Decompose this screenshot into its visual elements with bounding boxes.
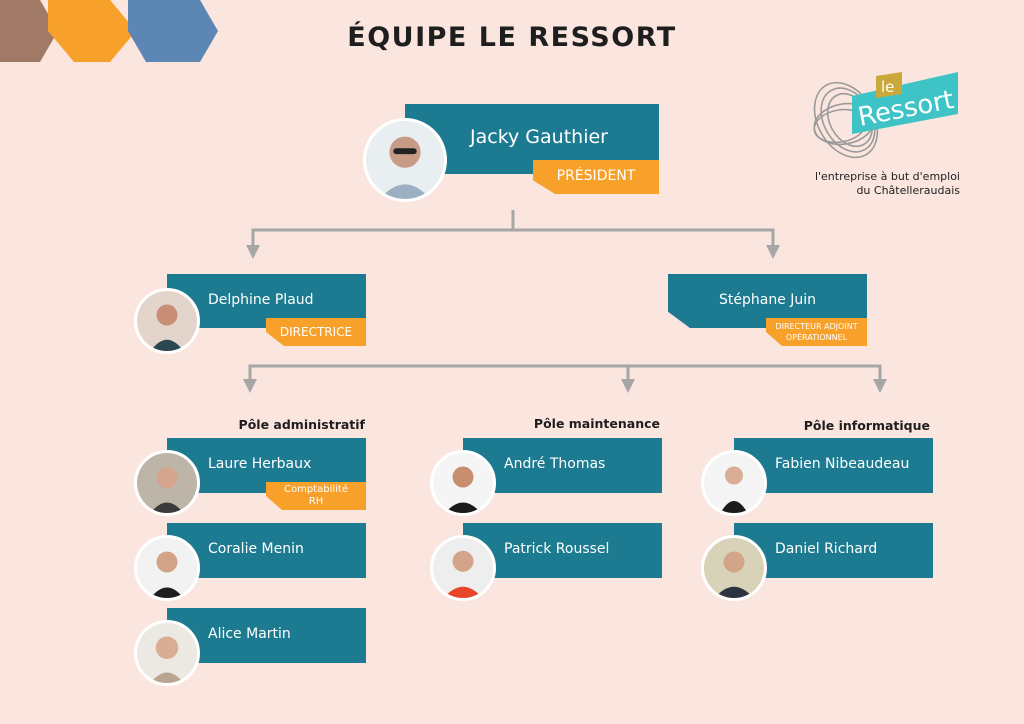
avatar-alice xyxy=(134,620,200,686)
member-card-laure: Laure Herbaux xyxy=(167,438,366,493)
avatar-daniel xyxy=(701,535,767,601)
president-role-badge: PRÉSIDENT xyxy=(533,160,659,194)
member-name: André Thomas xyxy=(504,456,606,472)
pole-admin-title: Pôle administratif xyxy=(238,417,365,432)
avatar-andre xyxy=(430,450,496,516)
directrice-name: Delphine Plaud xyxy=(208,292,314,308)
avatar-laure xyxy=(134,450,200,516)
member-role-badge-laure: Comptabilité RH xyxy=(266,482,366,510)
member-card-patrick: Patrick Roussel xyxy=(463,523,662,578)
directrice-role-badge: DIRECTRICE xyxy=(266,318,366,346)
logo-word-small: le xyxy=(881,78,894,96)
logo-tagline-line2: du Châtelleraudais xyxy=(856,184,960,197)
pole-maintenance-title: Pôle maintenance xyxy=(533,416,660,431)
page-title: ÉQUIPE LE RESSORT xyxy=(347,22,677,53)
president-name: Jacky Gauthier xyxy=(470,126,608,148)
member-role-line2: RH xyxy=(308,496,324,507)
pole-informatique-title: Pôle informatique xyxy=(803,418,930,433)
member-card-coralie: Coralie Menin xyxy=(167,523,366,578)
logo-tagline: l'entreprise à but d'emploi du Châteller… xyxy=(790,170,960,198)
logo-tagline-line1: l'entreprise à but d'emploi xyxy=(814,170,960,183)
adjoint-name: Stéphane Juin xyxy=(718,292,817,308)
member-name: Fabien Nibeaudeau xyxy=(775,456,910,472)
member-card-alice: Alice Martin xyxy=(167,608,366,663)
member-name: Daniel Richard xyxy=(775,541,878,557)
avatar-fabien xyxy=(701,450,767,516)
president-avatar xyxy=(363,118,447,202)
avatar-coralie xyxy=(134,535,200,601)
member-name: Patrick Roussel xyxy=(504,541,610,557)
directrice-avatar xyxy=(134,288,200,354)
member-name: Coralie Menin xyxy=(208,541,304,557)
adjoint-role-line2: OPÉRATIONNEL xyxy=(785,333,848,342)
adjoint-role-line1: DIRECTEUR ADJOINT xyxy=(775,322,858,331)
decorative-hexagons xyxy=(0,0,218,62)
member-card-daniel: Daniel Richard xyxy=(734,523,933,578)
member-name: Alice Martin xyxy=(208,626,291,642)
le-ressort-logo: le Ressort xyxy=(813,72,958,159)
member-card-fabien: Fabien Nibeaudeau xyxy=(734,438,933,493)
member-card-andre: André Thomas xyxy=(463,438,662,493)
member-role-line1: Comptabilité xyxy=(284,484,348,495)
avatar-patrick xyxy=(430,535,496,601)
member-name: Laure Herbaux xyxy=(208,456,312,472)
adjoint-role-badge: DIRECTEUR ADJOINT OPÉRATIONNEL xyxy=(766,318,867,346)
